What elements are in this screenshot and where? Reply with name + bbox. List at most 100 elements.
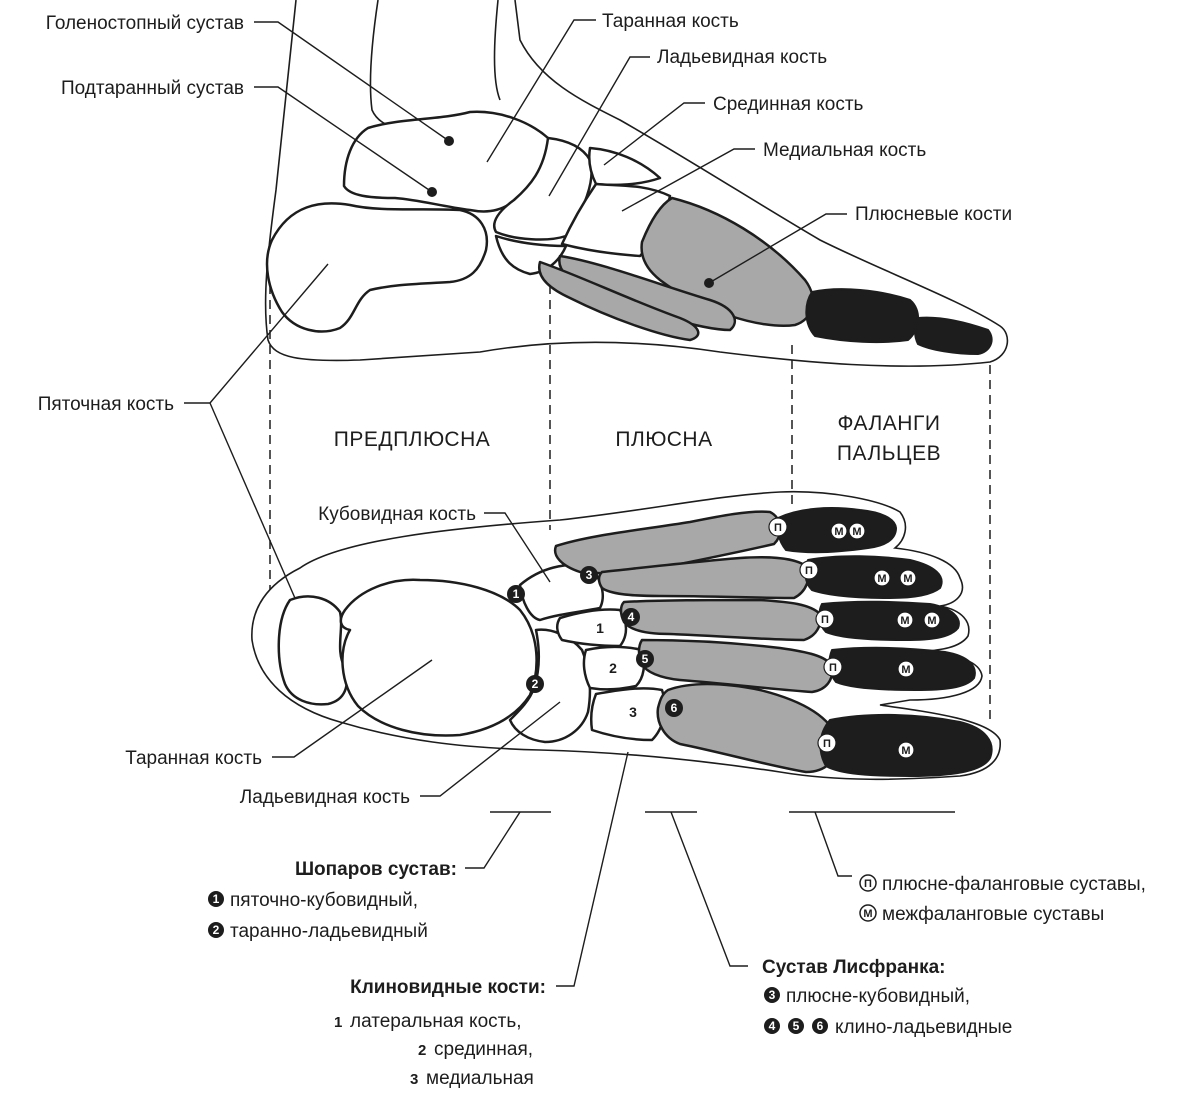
mtp-mark-toe1-text: П [823, 738, 831, 750]
ip-mark-toe5-b-text: М [852, 526, 861, 538]
ip-mark-toe4-b [899, 569, 917, 587]
joint-marker-1-text: 1 [513, 587, 520, 601]
calcaneus-top [277, 595, 349, 706]
mtp-mark-toe3 [815, 609, 835, 629]
top-view-foot [251, 490, 1001, 781]
leader-medial [621, 148, 755, 212]
ip-mark-toe3-a-text: М [900, 615, 909, 627]
ip-mark-toe3-b-text: М [927, 615, 936, 627]
label-navicular-bottom: Ладьевидная кость [240, 787, 410, 808]
legend-chopart-num2-badge [208, 922, 224, 938]
mtp-mark-toe2 [823, 657, 843, 677]
legend-chopart-num1: 1 [213, 892, 220, 906]
ip-mark-toe5-a-text: М [834, 526, 843, 538]
leader-middle [603, 102, 705, 166]
legend-lisfranc-num2a-badge [764, 1018, 780, 1034]
ip-mark-toe4-a [873, 569, 891, 587]
phalangeal-joint-marks: П М М П М М П М М П М П М [768, 517, 941, 759]
mtp-mark-toe5-text: П [774, 522, 782, 534]
ip-mark-toe3-b [923, 611, 941, 629]
joint-marker-5 [636, 650, 654, 668]
metatarsal-side-3 [537, 260, 700, 342]
legend-chopart-num2: 2 [213, 923, 220, 937]
ip-mark-toe1-text: М [901, 745, 910, 757]
legend-lisfranc-num1-badge [764, 987, 780, 1003]
legend-ip-badge [859, 904, 877, 922]
joint-marker-1 [507, 585, 525, 603]
legend-cuneiforms-num3: 3 [410, 1071, 418, 1088]
label-metatarsals: Плюсневые кости [855, 204, 1012, 225]
cuneiform-3-top [589, 687, 666, 742]
mtp-mark-toe5 [768, 517, 788, 537]
legend-chopart-num1-badge [208, 891, 224, 907]
label-navicular-top: Ладьевидная кость [657, 47, 827, 68]
ip-mark-toe4-a-text: М [877, 573, 886, 585]
legend-chopart-title: Шопаров сустав: [295, 859, 457, 880]
ip-mark-toe4-b-text: М [903, 573, 912, 585]
legend-cuneiforms-num1: 1 [334, 1014, 342, 1031]
phalanges-toe-4 [804, 555, 943, 599]
section-metatarsus: ПЛЮСНА [615, 428, 712, 451]
label-cuboid: Кубовидная кость [318, 504, 476, 525]
leader-talus-bottom [272, 659, 433, 758]
section-phalanges-2: ПАЛЬЦЕВ [837, 442, 941, 465]
joint-marker-4 [622, 608, 640, 626]
phalanx-side-proximal [805, 288, 919, 344]
ip-mark-toe5-a [830, 522, 848, 540]
legend-chopart-item2: таранно-ладьевидный [230, 921, 428, 942]
label-subtalar-joint: Подтаранный сустав [61, 78, 244, 99]
legend-chopart-item1: пяточно-кубовидный, [230, 890, 418, 911]
leader-lisfranc [670, 811, 748, 967]
phalanx-side-distal [914, 316, 993, 355]
mtp-mark-toe4-text: П [805, 565, 813, 577]
joint-marker-2 [526, 675, 544, 693]
joint-marker-4-text: 4 [628, 610, 635, 624]
joint-marker-5-text: 5 [642, 652, 649, 666]
ip-mark-toe1 [897, 741, 915, 759]
cuneiform-2-top [582, 645, 646, 691]
mtp-mark-toe2-text: П [829, 662, 837, 674]
joint-marker-2-text: 2 [532, 677, 539, 691]
section-dividers [269, 285, 991, 720]
leader-talus-top [486, 19, 596, 163]
section-tarsus: ПРЕДПЛЮСНА [334, 428, 491, 451]
metatarsal-top-2 [637, 638, 834, 694]
legend-mtp-mark: П [864, 878, 872, 890]
leader-phalanges [814, 811, 852, 877]
metatarsal-top-1 [656, 682, 840, 774]
joint-marker-3 [580, 566, 598, 584]
legend-cuneiforms-item1: латеральная кость, [350, 1011, 522, 1032]
label-talus-bottom: Таранная кость [125, 748, 262, 769]
legend-lisfranc-num2b-badge [788, 1018, 804, 1034]
label-calcaneus: Пяточная кость [38, 394, 174, 415]
ip-mark-toe2-text: М [901, 664, 910, 676]
calcaneus-side [265, 202, 489, 333]
phalanges-toe-3 [818, 600, 960, 641]
metatarsal-top-3 [619, 598, 822, 642]
joint-marker-6 [665, 699, 683, 717]
mtp-mark-toe4 [799, 560, 819, 580]
legend-ip-mark: М [863, 908, 872, 920]
leader-chopart [465, 811, 521, 869]
legend-lisfranc-title: Сустав Лисфранка: [762, 957, 945, 978]
leader-metatarsals [708, 213, 847, 284]
leader-ankle [254, 21, 450, 142]
ip-mark-toe3-a [896, 611, 914, 629]
legend-lisfranc-num1: 3 [769, 988, 776, 1002]
cuneiform-number-3: 3 [629, 704, 637, 720]
label-ankle-joint: Голеностопный сустав [46, 13, 244, 34]
legend-lisfranc-item2: клино-ладьевидные [835, 1017, 1012, 1038]
mtp-mark-toe1 [817, 733, 837, 753]
legend-cuneiforms-title: Клиновидные кости: [350, 977, 546, 998]
legend-cuneiforms-item3: медиальная [426, 1068, 534, 1089]
mtp-mark-toe3-text: П [821, 614, 829, 626]
leader-subtalar [254, 86, 433, 193]
cuneiform-1-top [556, 608, 628, 648]
leader-navicular-top [548, 56, 650, 197]
legend-cuneiforms-item2: срединная, [434, 1039, 533, 1060]
legend-lisfranc-num2c-badge [812, 1018, 828, 1034]
metatarsal-top-4 [597, 556, 810, 600]
cuneiform-number-1: 1 [596, 620, 604, 636]
legend-lisfranc-num2c: 6 [817, 1019, 824, 1033]
